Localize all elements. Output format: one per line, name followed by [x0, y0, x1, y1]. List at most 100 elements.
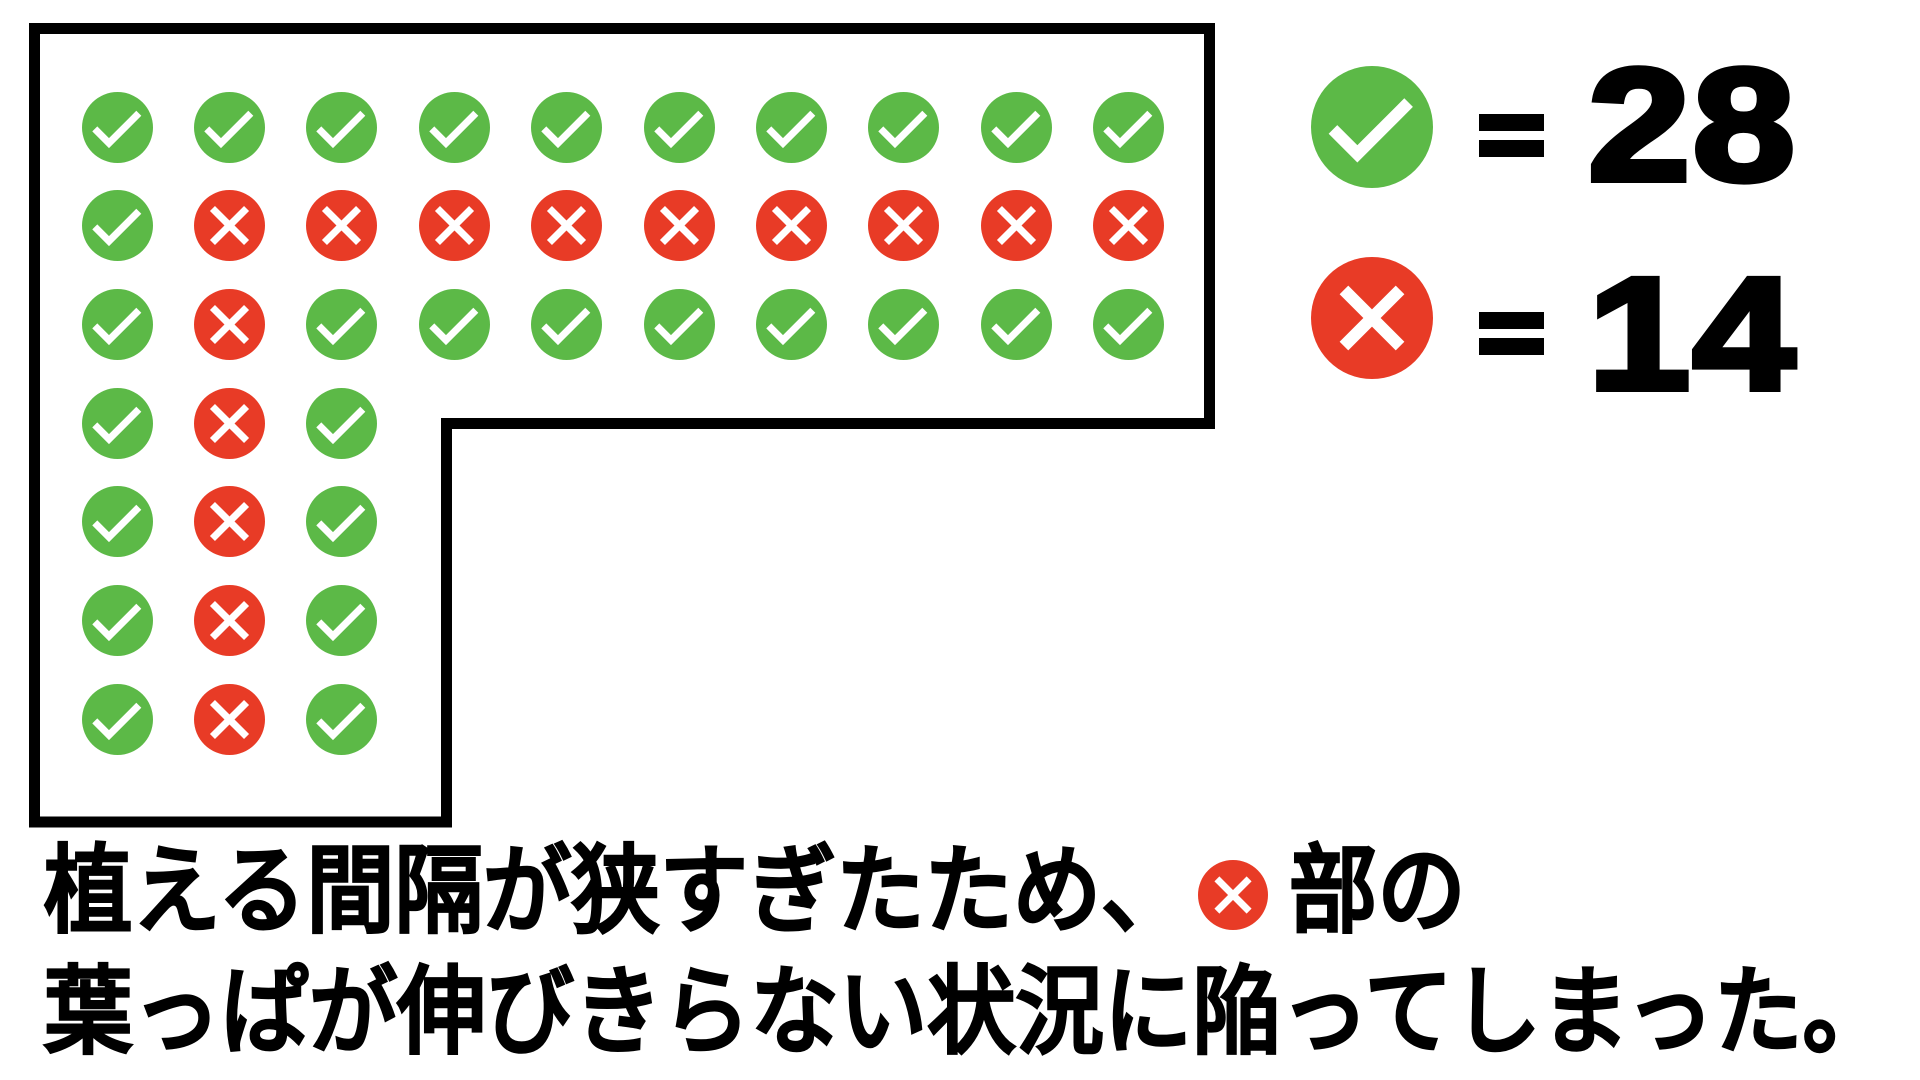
check-circle-svg	[980, 91, 1052, 163]
check-glyph	[91, 307, 141, 345]
check-circle-svg	[306, 91, 378, 163]
equals-sign: =	[1479, 312, 1544, 355]
check-circle-svg	[81, 387, 153, 459]
check-glyph	[428, 307, 478, 345]
circle-background	[531, 91, 603, 163]
check-circle-icon	[81, 387, 153, 459]
check-glyph	[316, 603, 366, 641]
check-circle-svg	[306, 486, 378, 558]
x-glyph	[1214, 876, 1252, 914]
check-circle-icon	[755, 91, 827, 163]
check-glyph	[91, 603, 141, 641]
check-glyph	[990, 110, 1040, 148]
circle-background	[531, 288, 603, 360]
circle-background	[81, 683, 153, 755]
check-circle-icon	[418, 288, 490, 360]
check-circle-svg	[643, 288, 715, 360]
circle-background	[306, 584, 378, 656]
x-circle-svg	[418, 190, 490, 262]
circle-background	[193, 91, 265, 163]
equals-text: =	[1479, 312, 1480, 313]
l-shaped-border	[29, 23, 1215, 828]
x-circle-icon	[1311, 257, 1433, 379]
check-circle-svg	[418, 91, 490, 163]
check-circle-icon	[81, 288, 153, 360]
x-glyph	[209, 206, 249, 246]
check-circle-svg	[81, 288, 153, 360]
check-glyph	[204, 110, 254, 148]
check-circle-icon	[81, 486, 153, 558]
x-circle-svg	[980, 190, 1052, 262]
check-circle-icon	[531, 288, 603, 360]
circle-background	[1093, 288, 1165, 360]
x-circle-icon	[193, 190, 265, 262]
check-circle-icon	[1093, 91, 1165, 163]
check-circle-icon	[306, 584, 378, 656]
x-circle-svg	[193, 190, 265, 262]
circle-background	[1093, 91, 1165, 163]
check-circle-icon	[643, 288, 715, 360]
check-circle-icon	[306, 91, 378, 163]
check-glyph	[990, 307, 1040, 345]
x-circle-svg	[643, 190, 715, 262]
check-circle-svg	[868, 91, 940, 163]
x-circle-svg	[193, 683, 265, 755]
check-glyph	[1328, 98, 1413, 163]
check-circle-svg	[531, 288, 603, 360]
check-circle-icon	[81, 683, 153, 755]
check-glyph	[316, 702, 366, 740]
x-circle-icon	[418, 190, 490, 262]
check-circle-icon	[306, 683, 378, 755]
check-circle-svg	[81, 190, 153, 262]
x-circle-svg	[868, 190, 940, 262]
circle-background	[81, 486, 153, 558]
x-circle-icon	[193, 288, 265, 360]
check-glyph	[316, 504, 366, 543]
check-glyph	[91, 406, 141, 444]
check-circle-svg	[418, 288, 490, 360]
circle-background	[81, 584, 153, 656]
check-circle-icon	[1093, 288, 1165, 360]
check-glyph	[1103, 110, 1153, 148]
x-glyph	[884, 206, 924, 246]
circle-background	[980, 288, 1052, 360]
check-glyph	[91, 504, 141, 543]
x-circle-icon	[868, 190, 940, 262]
x-circle-icon	[306, 190, 378, 262]
check-circle-svg	[531, 91, 603, 163]
check-circle-svg	[81, 683, 153, 755]
check-circle-svg	[868, 288, 940, 360]
circle-background	[306, 288, 378, 360]
circle-background	[643, 91, 715, 163]
check-circle-svg	[1311, 66, 1433, 188]
check-circle-icon	[755, 288, 827, 360]
circle-background	[81, 288, 153, 360]
check-circle-icon	[531, 91, 603, 163]
check-glyph	[653, 110, 703, 148]
check-glyph	[316, 307, 366, 345]
equals-sign: =	[1479, 114, 1544, 157]
check-circle-icon	[418, 91, 490, 163]
check-circle-icon	[81, 190, 153, 262]
x-circle-svg	[193, 387, 265, 459]
check-glyph	[541, 307, 591, 345]
circle-background	[306, 683, 378, 755]
check-glyph	[428, 110, 478, 148]
equals-text: =	[1479, 114, 1480, 115]
circle-background	[418, 91, 490, 163]
check-count: 28	[1585, 35, 1799, 214]
check-circle-svg	[193, 91, 265, 163]
x-circle-icon	[643, 190, 715, 262]
check-glyph	[766, 110, 816, 148]
x-circle-icon	[193, 387, 265, 459]
x-count: 14	[1585, 244, 1799, 423]
circle-background	[755, 91, 827, 163]
circle-background	[306, 486, 378, 558]
check-glyph	[766, 307, 816, 345]
x-circle-icon	[980, 190, 1052, 262]
circle-background	[81, 387, 153, 459]
check-circle-svg	[980, 288, 1052, 360]
check-circle-icon	[980, 91, 1052, 163]
